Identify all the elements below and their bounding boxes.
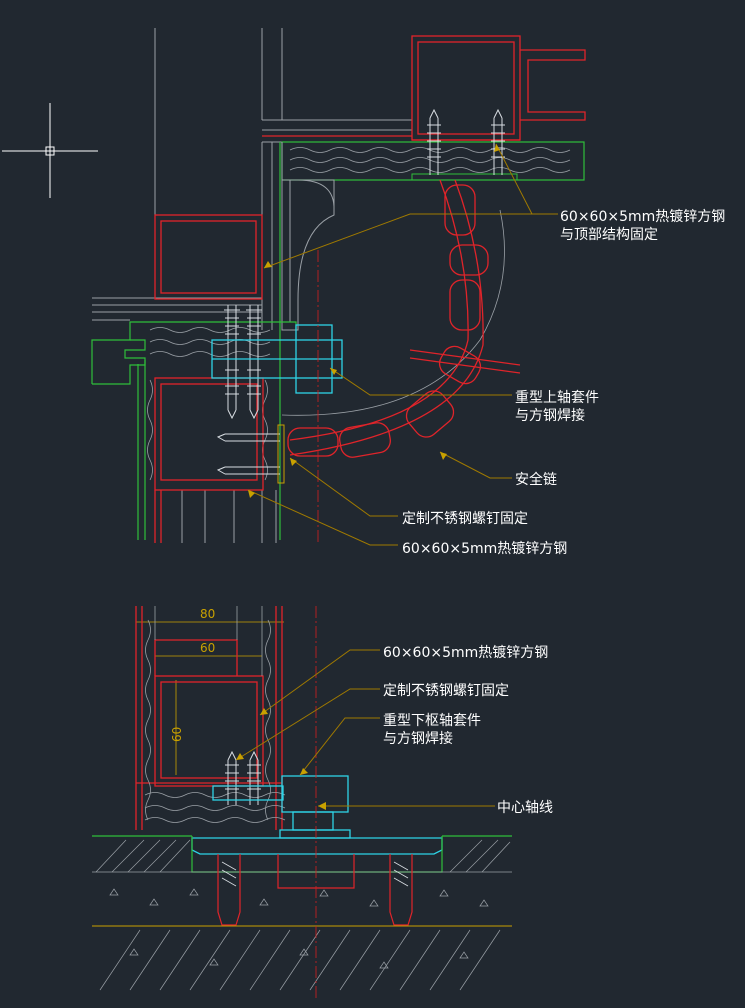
- bottom-leaders: [235, 649, 495, 807]
- lower-pivot-assembly: [191, 775, 443, 855]
- label-safety-chain: 安全链: [515, 471, 557, 488]
- dim-height-inner: 60: [170, 727, 184, 742]
- label-lower-pivot-line1: 重型下枢轴套件: [383, 713, 481, 729]
- dim-width-outer: 80: [200, 607, 215, 621]
- concrete-slab: [92, 888, 512, 991]
- anchor-threads: [221, 861, 409, 887]
- dim-width-inner: 60: [200, 641, 215, 655]
- floor-hatch: [92, 839, 512, 873]
- bottom-leader-arrows: [236, 708, 326, 810]
- screw-group-top: [216, 305, 280, 475]
- top-steel-tube: [262, 35, 586, 141]
- left-frame-profile: [91, 321, 297, 540]
- label-steel-side: 60×60×5mm热镀锌方钢: [402, 540, 567, 557]
- label-screw-fix-bottom: 定制不锈钢螺钉固定: [383, 683, 509, 699]
- safety-chain: [287, 179, 521, 458]
- top-plan-section: 60×60×5mm热镀锌方钢 与顶部结构固定 重型上轴套件 与方钢焊接 安全链 …: [91, 28, 725, 557]
- wall-lines: [92, 28, 412, 543]
- curved-jamb: [281, 142, 335, 331]
- label-steel-top-line1: 60×60×5mm热镀锌方钢: [560, 208, 725, 225]
- screw-group-bottom: [225, 750, 261, 805]
- label-upper-pivot-line2: 与方钢焊接: [515, 407, 585, 424]
- left-lower-steel-tube: [154, 377, 264, 543]
- left-upper-steel-tube: [154, 214, 263, 300]
- screw-group-header: [427, 108, 505, 175]
- bottom-elevation-section: 80 60 60: [92, 606, 553, 1000]
- crosshair-cursor-icon: [2, 103, 98, 198]
- label-screw-fix-top: 定制不锈钢螺钉固定: [402, 511, 528, 527]
- dimension-lines: [136, 621, 284, 775]
- screw-plate: [277, 424, 285, 484]
- top-leaders: [247, 143, 558, 546]
- upper-pivot-assembly: [211, 324, 343, 394]
- top-leader-arrows: [248, 144, 500, 498]
- anchor-bolts: [217, 854, 413, 926]
- top-timber-header: [281, 141, 585, 181]
- label-lower-pivot-line2: 与方钢焊接: [383, 730, 453, 747]
- label-steel-bottom: 60×60×5mm热镀锌方钢: [383, 644, 548, 661]
- label-upper-pivot-line1: 重型上轴套件: [515, 390, 599, 406]
- label-steel-top-line2: 与顶部结构固定: [560, 227, 658, 243]
- door-swing-arc: [281, 209, 505, 416]
- label-center-axis: 中心轴线: [497, 800, 553, 816]
